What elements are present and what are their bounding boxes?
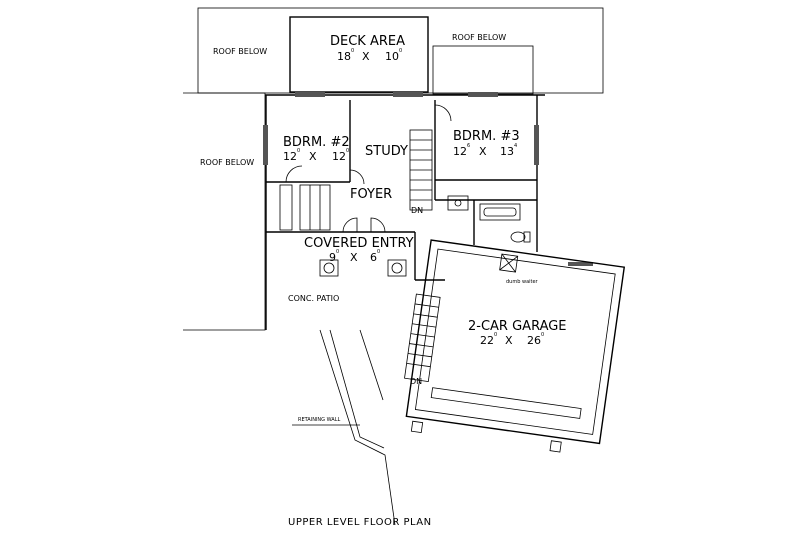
entry-width: 9	[329, 251, 336, 264]
plan-title: UPPER LEVEL FLOOR PLAN	[288, 517, 432, 528]
stairs-garage	[404, 293, 441, 383]
bdrm2-name: BDRM. #2	[283, 135, 350, 150]
deck-width: 18	[337, 50, 351, 63]
garage-name: 2-CAR GARAGE	[468, 319, 567, 334]
garage-width: 22	[480, 334, 494, 347]
house-walls	[265, 94, 545, 281]
roof-below-left: ROOF BELOW	[213, 47, 267, 56]
deck-height-sup: 0	[399, 48, 402, 54]
roof-below-right: ROOF BELOW	[452, 33, 506, 42]
deck-width-sup: 0	[351, 48, 354, 54]
patio-outline	[319, 329, 396, 526]
garage-height: 26	[527, 334, 541, 347]
deck-sep: X	[362, 50, 370, 63]
bdrm3-height-sup: 4	[514, 143, 517, 149]
dn-label-upper: DN	[411, 206, 423, 215]
garage	[405, 239, 626, 453]
bdrm2-height: 12	[332, 150, 346, 163]
study-name: STUDY	[365, 144, 408, 159]
entry-height-sup: 0	[377, 249, 380, 255]
bdrm3-width: 12	[453, 145, 467, 158]
dumb-waiter-label: dumb waiter	[506, 279, 539, 285]
bdrm2-sep: X	[309, 150, 317, 163]
bdrm3-name: BDRM. #3	[453, 129, 520, 144]
deck-area	[289, 16, 429, 93]
bath-fixtures	[447, 195, 531, 243]
bdrm3-sep: X	[479, 145, 487, 158]
garage-sep: X	[505, 334, 513, 347]
doors	[285, 104, 452, 233]
retaining-wall-label: RETAINING WALL	[298, 417, 340, 423]
entry-width-sup: 0	[336, 249, 339, 255]
deck-name: DECK AREA	[330, 34, 405, 49]
entry-sep: X	[350, 251, 358, 264]
bdrm2-height-sup: 0	[346, 148, 349, 154]
stairs-upper	[409, 129, 433, 211]
dn-label-garage: DN	[410, 377, 422, 386]
entry-name: COVERED ENTRY	[304, 236, 414, 251]
entry-height: 6	[370, 251, 377, 264]
deck-height: 10	[385, 50, 399, 63]
entry-walls	[265, 232, 407, 330]
roof-below-side: ROOF BELOW	[200, 158, 254, 167]
garage-height-sup: 0	[541, 332, 544, 338]
conc-patio-label: CONC. PATIO	[288, 294, 339, 303]
bdrm3-width-sup: 6	[467, 143, 470, 149]
closets	[279, 184, 331, 231]
bdrm3-height: 13	[500, 145, 514, 158]
bdrm2-width: 12	[283, 150, 297, 163]
roof-below-block	[432, 45, 534, 95]
bdrm2-width-sup: 0	[297, 148, 300, 154]
foyer-name: FOYER	[350, 187, 392, 202]
garage-width-sup: 0	[494, 332, 497, 338]
windows	[263, 92, 593, 266]
